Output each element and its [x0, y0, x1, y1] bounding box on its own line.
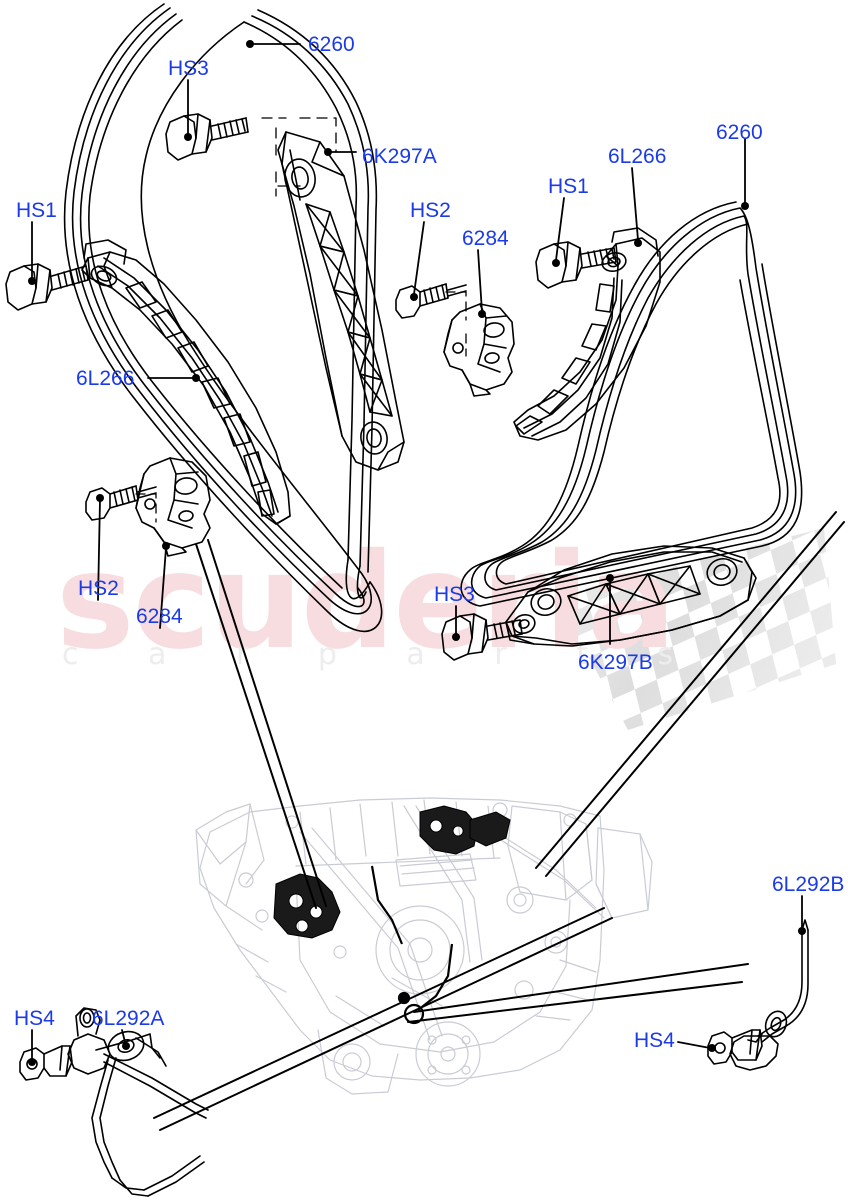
tensioner-arm-6l266-left: [81, 239, 291, 525]
callout-hs2-lower: HS2: [78, 577, 119, 600]
callout-hs2-upper: HS2: [410, 199, 451, 222]
callout-6k297a: 6K297A: [362, 145, 437, 168]
callout-6l292b: 6L292B: [772, 873, 845, 896]
callout-hs3-upper: HS3: [168, 57, 209, 80]
chain-guide-6k297a: [277, 131, 405, 471]
timing-chain-left: [63, 3, 383, 633]
bolt-hs1-right: [535, 241, 617, 289]
callout-anchor-dots: [28, 40, 806, 1066]
callout-leader-lines: [31, 43, 803, 1061]
callout-hs1-right: HS1: [548, 175, 589, 198]
callout-hs4-left: HS4: [14, 1007, 55, 1030]
bolt-hs1-left: [5, 263, 89, 311]
callout-6284-lower: 6284: [136, 605, 183, 628]
bolt-hs4-left: [19, 1045, 73, 1081]
bolt-hs3-lower: [441, 613, 523, 661]
callout-6260-right: 6260: [716, 121, 763, 144]
callout-hs1-left: HS1: [16, 199, 57, 222]
oil-jet-tube-6l292a: [67, 1007, 209, 1197]
bolt-hs4-right: [707, 1029, 763, 1065]
callout-hs4-right: HS4: [634, 1029, 675, 1052]
assembly-pointer-lines: [153, 511, 845, 1131]
timing-chain-right: [460, 201, 803, 607]
callout-6l266-left: 6L266: [76, 367, 135, 390]
bolt-hs2-upper: [395, 283, 467, 319]
chain-tensioner-6284-upper: [443, 303, 515, 397]
callout-6k297b: 6K297B: [578, 651, 653, 674]
bolt-hs3-upper: [165, 113, 249, 161]
callout-6284-upper: 6284: [462, 227, 509, 250]
callout-6l292a: 6L292A: [92, 1007, 165, 1030]
callout-6260-left: 6260: [308, 33, 355, 56]
oil-jet-tube-6l292b: [729, 919, 809, 1071]
chain-tensioner-6284-lower: [135, 457, 211, 557]
callout-6l266-right: 6L266: [608, 145, 667, 168]
callout-hs3-lower: HS3: [434, 583, 475, 606]
